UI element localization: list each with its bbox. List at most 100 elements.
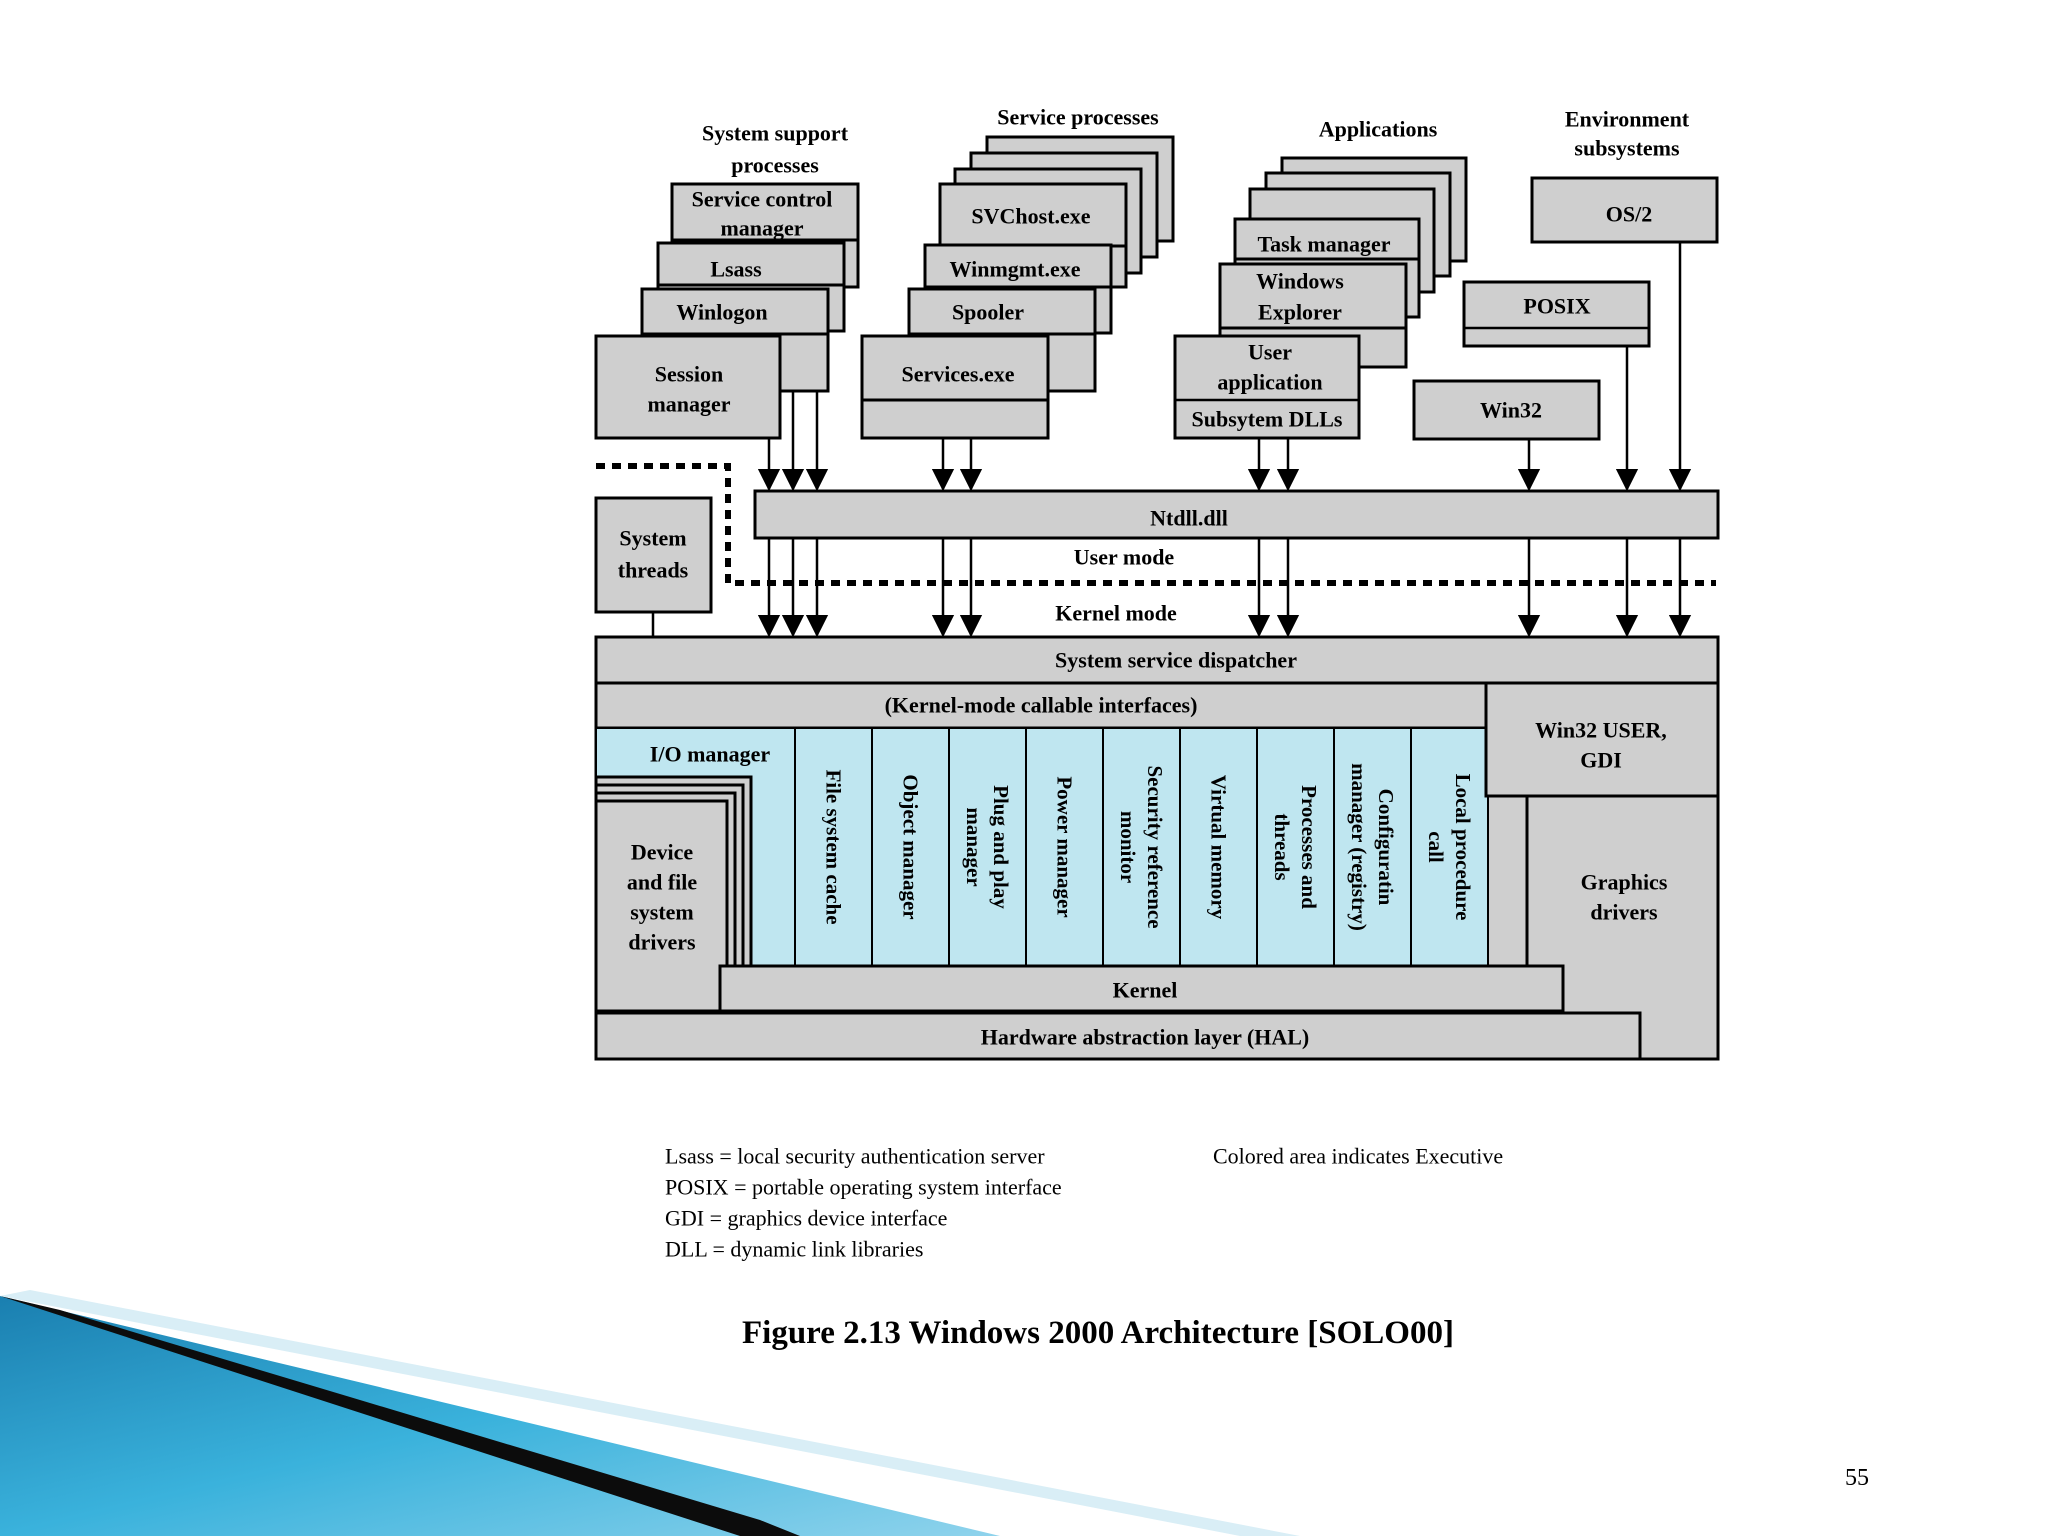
processes-and-threads-label-2: threads xyxy=(1270,813,1294,880)
slide-decoration xyxy=(0,1290,1300,1536)
task-manager-label: Task manager xyxy=(1257,232,1390,257)
subsystem-dlls-label: Subsytem DLLs xyxy=(1192,407,1343,432)
scm-label-2: manager xyxy=(720,216,803,241)
user-application-box xyxy=(1173,334,1361,440)
configuration-manager-box xyxy=(1333,727,1412,967)
object-manager-box xyxy=(871,727,950,967)
system-service-dispatcher-bar xyxy=(594,635,1720,685)
header-applications: Applications xyxy=(1319,117,1438,142)
configuration-manager-label-1: Configuratin xyxy=(1374,789,1398,906)
arrows-to-ntdll xyxy=(757,242,1692,492)
security-reference-monitor-box xyxy=(1102,727,1181,967)
security-reference-monitor-label-1: Security reference xyxy=(1143,765,1167,928)
user-mode-label: User mode xyxy=(1074,545,1175,570)
dispatcher-label: System service dispatcher xyxy=(1055,648,1297,673)
legend-gdi: GDI = graphics device interface xyxy=(665,1206,947,1231)
spooler-box xyxy=(907,287,1097,336)
header-service-processes: Service processes xyxy=(997,105,1159,130)
device-drivers-label-3: system xyxy=(630,900,694,925)
header-environment-1: Environment xyxy=(1565,107,1690,132)
file-system-cache-label-1: File system cache xyxy=(822,769,846,924)
kernel-bar xyxy=(718,964,1565,1013)
environment-subsystems: OS/2 POSIX Win32 xyxy=(1412,176,1719,441)
virtual-memory-label-1: Virtual memory xyxy=(1207,775,1231,920)
user-application-label-2: application xyxy=(1217,370,1322,395)
winmgmt-label: Winmgmt.exe xyxy=(950,257,1081,282)
applications-stack: Task manager Windows Explorer User appli… xyxy=(1173,156,1468,440)
session-manager-label-2: manager xyxy=(647,392,730,417)
device-drivers-label-4: drivers xyxy=(628,930,696,955)
posix-box xyxy=(1462,280,1651,348)
task-manager-box xyxy=(1233,217,1421,261)
header-system-support-1: System support xyxy=(702,121,849,146)
kernel-label: Kernel xyxy=(1113,978,1178,1003)
lsass-box xyxy=(656,241,846,287)
figure-caption: Figure 2.13 Windows 2000 Architecture [S… xyxy=(742,1315,1454,1351)
explorer-label-1: Windows xyxy=(1256,269,1344,294)
ntdll-label: Ntdll.dll xyxy=(1150,506,1228,531)
hal-bar xyxy=(594,1011,1642,1061)
user-application-label-1: User xyxy=(1248,340,1292,365)
device-drivers-label-2: and file xyxy=(627,870,698,895)
os2-box xyxy=(1530,176,1719,244)
configuration-manager-label-2: manager (registry) xyxy=(1347,763,1371,931)
plug-and-play-manager-label-2: manager xyxy=(962,807,986,886)
win32-box xyxy=(1412,379,1601,441)
header-environment-2: subsystems xyxy=(1574,136,1680,161)
local-procedure-call-label-2: call xyxy=(1424,831,1448,863)
session-manager-label-1: Session xyxy=(655,362,723,387)
processes-and-threads-box xyxy=(1256,727,1335,967)
power-manager-box xyxy=(1025,727,1104,967)
win32-user-label-2: GDI xyxy=(1580,748,1622,773)
system-threads-box xyxy=(594,496,713,614)
io-manager-label: I/O manager xyxy=(650,742,771,767)
win32-label: Win32 xyxy=(1480,398,1542,423)
graphics-drivers-label-1: Graphics xyxy=(1581,870,1668,895)
header-system-support-2: processes xyxy=(731,153,819,178)
device-drivers-box xyxy=(594,799,729,1013)
os2-label: OS/2 xyxy=(1606,202,1652,227)
legend-posix: POSIX = portable operating system interf… xyxy=(665,1175,1062,1200)
svchost-box xyxy=(938,182,1128,248)
local-procedure-call-label-1: Local procedure xyxy=(1451,774,1475,921)
spooler-label: Spooler xyxy=(952,300,1024,325)
kernel-area: System service dispatcher (Kernel-mode c… xyxy=(594,635,1720,1061)
service-processes-stack: SVChost.exe Winmgmt.exe Spooler Services… xyxy=(860,135,1175,440)
kernel-mode-label: Kernel mode xyxy=(1055,601,1177,626)
hal-label: Hardware abstraction layer (HAL) xyxy=(981,1025,1310,1050)
legend-lsass: Lsass = local security authentication se… xyxy=(665,1144,1045,1169)
arrows-to-dispatcher xyxy=(641,538,1692,684)
legend: Lsass = local security authentication se… xyxy=(665,1144,1503,1262)
winlogon-box xyxy=(640,287,830,336)
device-drivers-label-1: Device xyxy=(631,840,694,865)
system-threads-label-1: System xyxy=(619,526,686,551)
services-exe-label: Services.exe xyxy=(902,362,1015,387)
winmgmt-box xyxy=(923,243,1113,289)
win32-user-gdi-box xyxy=(1484,681,1720,798)
system-threads-label-2: threads xyxy=(618,558,689,583)
security-reference-monitor-label-2: monitor xyxy=(1116,811,1140,883)
processes-and-threads-label-1: Processes and xyxy=(1297,785,1321,909)
object-manager-label-1: Object manager xyxy=(899,774,923,919)
scm-label-1: Service control xyxy=(692,187,833,212)
legend-colored: Colored area indicates Executive xyxy=(1213,1144,1503,1169)
ntdll-bar xyxy=(753,489,1720,540)
local-procedure-call-box xyxy=(1410,727,1489,967)
plug-and-play-manager-label-1: Plug and play xyxy=(989,785,1013,909)
power-manager-label-1: Power manager xyxy=(1053,776,1077,917)
winlogon-label: Winlogon xyxy=(676,300,767,325)
windows-explorer-box xyxy=(1218,262,1408,330)
page-number: 55 xyxy=(1845,1465,1869,1491)
executive-columns: File system cache Object manager Plug and … xyxy=(794,727,1489,967)
win32-user-label-1: Win32 USER, xyxy=(1535,718,1667,743)
explorer-label-2: Explorer xyxy=(1258,300,1342,325)
session-manager-box xyxy=(594,334,782,440)
kernel-callable-label: (Kernel-mode callable interfaces) xyxy=(885,693,1198,718)
graphics-drivers-label-2: drivers xyxy=(1590,900,1658,925)
legend-dll: DLL = dynamic link libraries xyxy=(665,1237,923,1262)
services-exe-box xyxy=(860,334,1050,402)
lsass-label: Lsass xyxy=(710,257,762,282)
plug-and-play-manager-box xyxy=(948,727,1027,967)
posix-label: POSIX xyxy=(1523,294,1590,319)
